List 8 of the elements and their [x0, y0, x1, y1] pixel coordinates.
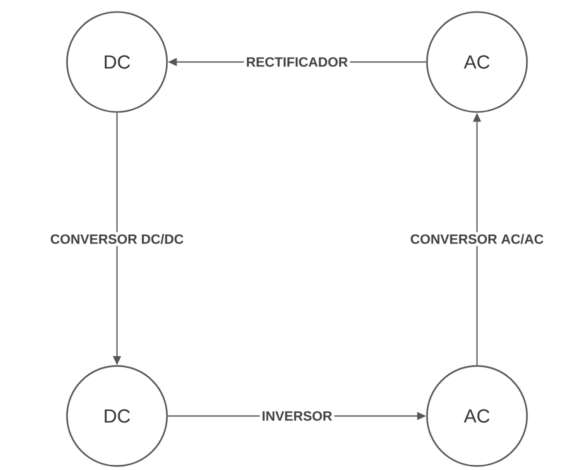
circle-node: DC	[66, 11, 168, 113]
edge-label: CONVERSOR DC/DC	[48, 232, 186, 246]
circle-node: AC	[426, 11, 528, 113]
edge-label: CONVERSOR AC/AC	[408, 232, 546, 246]
edge-label: INVERSOR	[260, 409, 334, 423]
edge-label: RECTIFICADOR	[244, 55, 350, 69]
circle-node: DC	[66, 365, 168, 467]
circle-node: AC	[426, 365, 528, 467]
